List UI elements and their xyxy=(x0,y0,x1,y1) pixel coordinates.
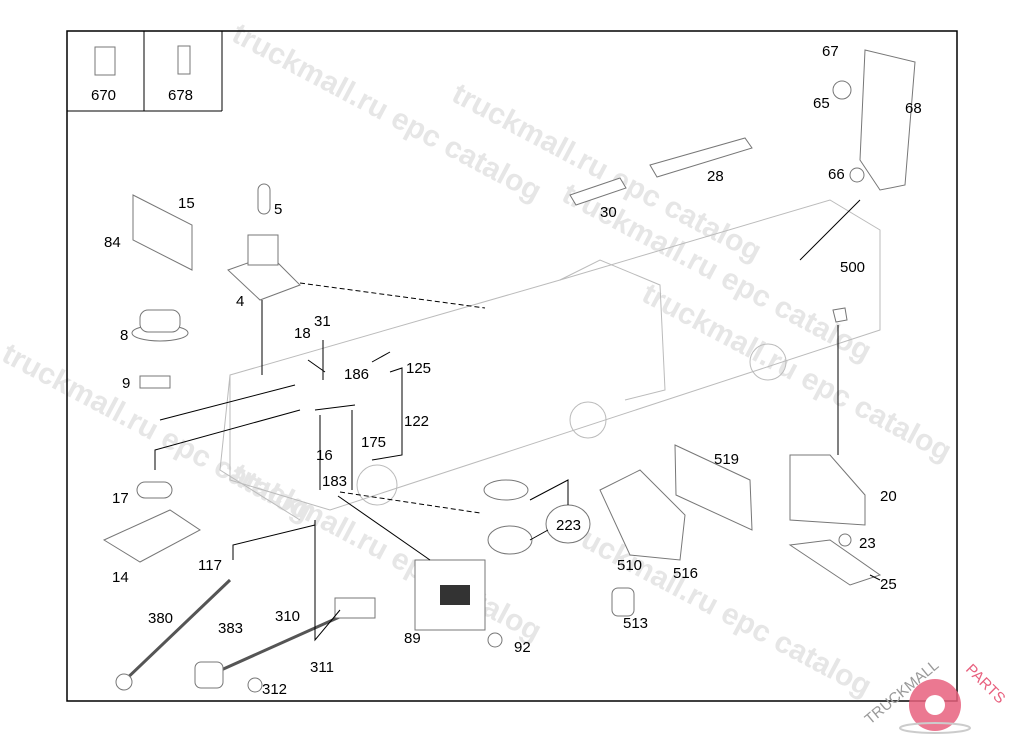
part-label-17: 17 xyxy=(112,490,129,507)
part-label-14: 14 xyxy=(112,569,129,586)
parts xyxy=(102,49,916,693)
svg-text:PARTS: PARTS xyxy=(962,661,1008,707)
clip-670-icon xyxy=(94,46,116,76)
part-label-510: 510 xyxy=(617,557,642,574)
leader-lines xyxy=(154,199,881,642)
part-label-28: 28 xyxy=(707,168,724,185)
part-label-89: 89 xyxy=(404,630,421,647)
part-label-8: 8 xyxy=(120,327,128,344)
part-label-183: 183 xyxy=(322,473,347,490)
part-label-20: 20 xyxy=(880,488,897,505)
part-label: 678 xyxy=(168,87,193,104)
part-label-18: 18 xyxy=(294,325,311,342)
part-label-68: 68 xyxy=(905,100,922,117)
part-label-175: 175 xyxy=(361,434,386,451)
part-label: 670 xyxy=(91,87,116,104)
part-label-67: 67 xyxy=(822,43,839,60)
part-label-92: 92 xyxy=(514,639,531,656)
part-label-311: 311 xyxy=(310,659,334,676)
lamp-516-part xyxy=(599,469,686,561)
clip-678-icon xyxy=(177,45,191,75)
part-labels: 67 65 68 66 28 30 15 5 84 4 500 8 18 31 … xyxy=(104,43,922,698)
inset-box: 670 678 xyxy=(67,31,223,112)
diagram-frame xyxy=(66,30,958,702)
lamp-15-part xyxy=(132,194,193,271)
part-label-516: 516 xyxy=(673,565,698,582)
part-label-4: 4 xyxy=(236,293,244,310)
truckmallparts-logo: TRUCKMALL PARTS xyxy=(862,657,1009,734)
part-label-16: 16 xyxy=(316,447,333,464)
part-label-519: 519 xyxy=(714,451,739,468)
part-label-23: 23 xyxy=(859,535,876,552)
part-label-31: 31 xyxy=(314,313,331,330)
bus-outline xyxy=(219,199,881,521)
part-label-125: 125 xyxy=(406,360,431,377)
part-label-383: 383 xyxy=(218,620,243,637)
part-label-84: 84 xyxy=(104,234,121,251)
part-label-66: 66 xyxy=(828,166,845,183)
part-label-117: 117 xyxy=(198,557,222,574)
part-label-223: 223 xyxy=(556,517,581,534)
part-label-380: 380 xyxy=(148,610,173,627)
part-label-186: 186 xyxy=(344,366,369,383)
plate-519-part xyxy=(674,444,753,531)
part-label-5: 5 xyxy=(274,201,282,218)
lamp-20-part xyxy=(789,454,866,526)
part-label-15: 15 xyxy=(178,195,195,212)
part-label-25: 25 xyxy=(880,576,897,593)
lamp-14-part xyxy=(102,509,201,563)
part-label-500: 500 xyxy=(840,259,865,276)
part-label-30: 30 xyxy=(600,204,617,221)
tube-part xyxy=(649,137,753,178)
part-label-65: 65 xyxy=(813,95,830,112)
bracket-part xyxy=(859,49,916,191)
part-label-122: 122 xyxy=(404,413,429,430)
part-label-513: 513 xyxy=(623,615,648,632)
part-label-310: 310 xyxy=(275,608,300,625)
part-label-312: 312 xyxy=(262,681,287,698)
part-label-9: 9 xyxy=(122,375,130,392)
